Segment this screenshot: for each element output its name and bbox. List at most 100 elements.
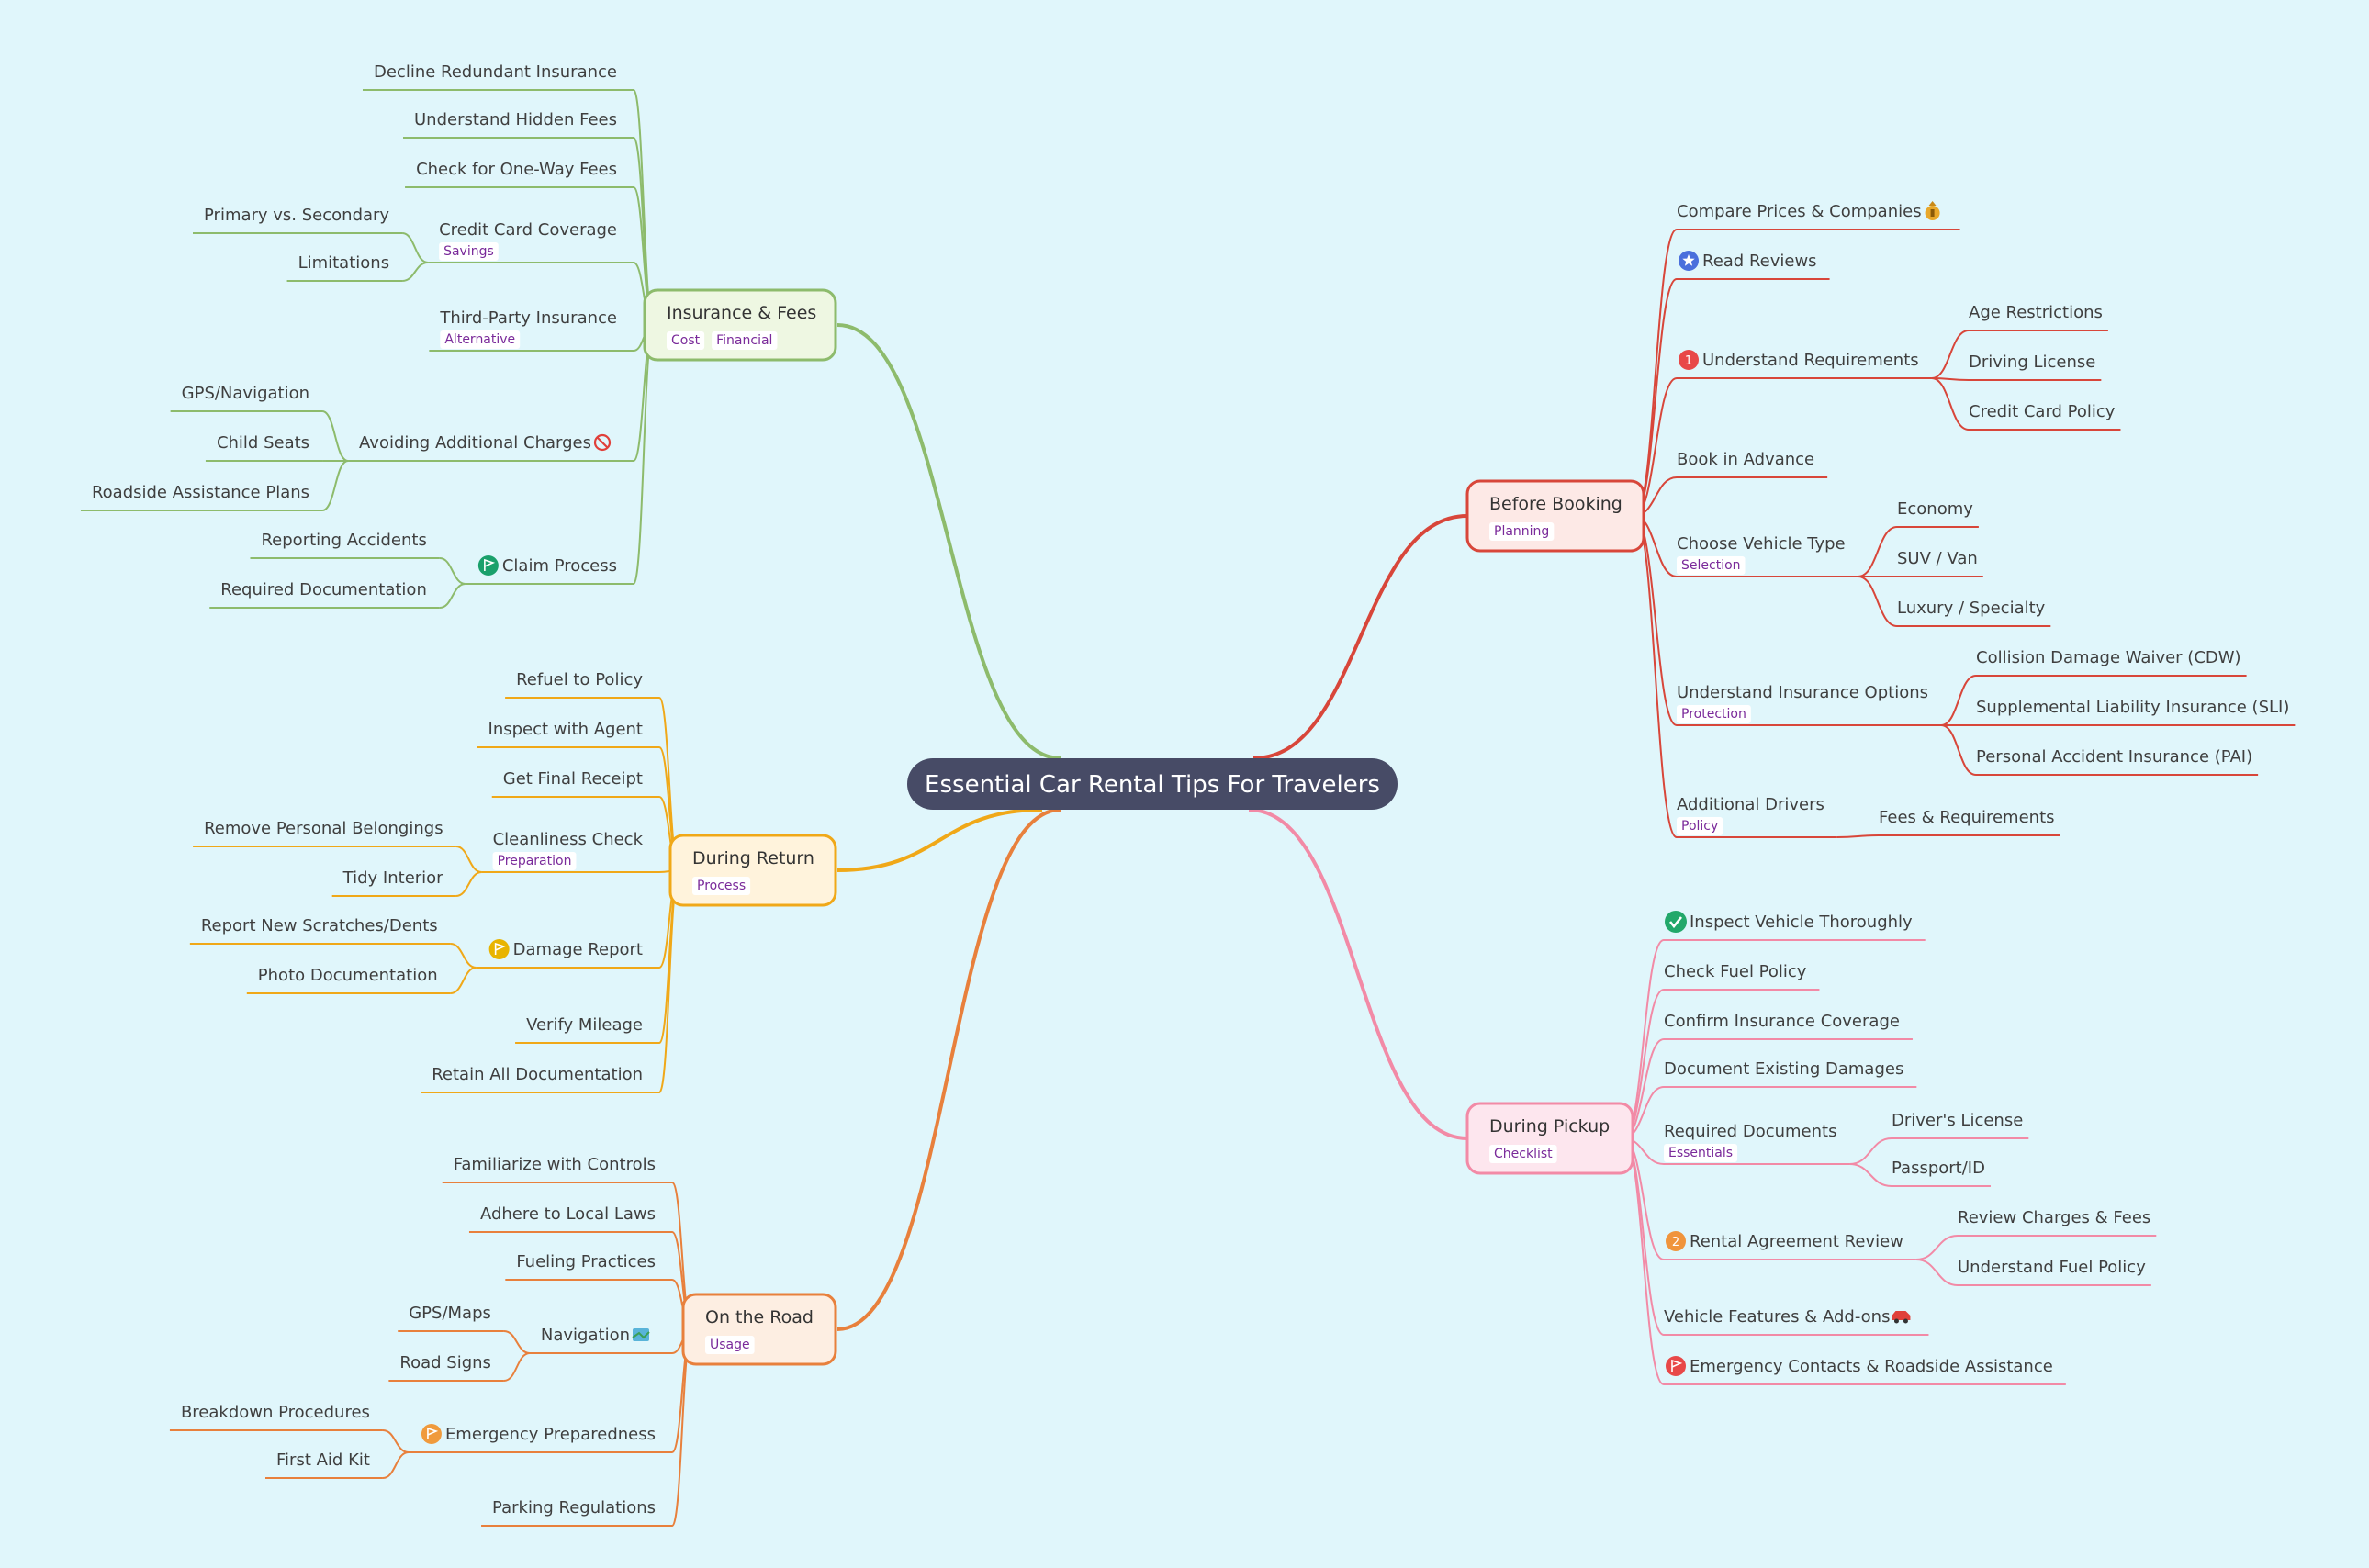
node-limitations[interactable]: Limitations <box>298 253 390 273</box>
node-label: Decline Redundant Insurance <box>374 62 617 82</box>
node-claim-process[interactable]: Claim Process <box>502 556 617 576</box>
node-luxury-specialty[interactable]: Luxury / Specialty <box>1897 599 2046 618</box>
root-topic[interactable]: Essential Car Rental Tips For Travelers <box>907 758 1398 810</box>
node-tidy-interior[interactable]: Tidy Interior <box>342 868 444 888</box>
tag-badge <box>1677 817 1723 835</box>
node-child-seats[interactable]: Child Seats <box>217 433 309 453</box>
node-economy[interactable]: Economy <box>1897 499 1973 519</box>
node-rental-agreement-review[interactable]: Rental Agreement Review <box>1690 1232 1903 1251</box>
node-inspect-with-agent[interactable]: Inspect with Agent <box>488 720 643 739</box>
branch-on-the-road[interactable]: On the Road <box>681 1293 837 1366</box>
node-label: Compare Prices & Companies <box>1677 202 1922 221</box>
node-refuel-to-policy[interactable]: Refuel to Policy <box>516 670 643 689</box>
node-emergency-contacts-roadside-assistance[interactable]: Emergency Contacts & Roadside Assistance <box>1690 1357 2053 1376</box>
node-label: Verify Mileage <box>526 1015 643 1035</box>
node-primary-vs-secondary[interactable]: Primary vs. Secondary <box>204 206 389 225</box>
node-navigation[interactable]: Navigation <box>541 1326 630 1345</box>
root-label: Essential Car Rental Tips For Travelers <box>925 771 1380 799</box>
node-suv-van[interactable]: SUV / Van <box>1897 549 1978 568</box>
node-decline-redundant-insurance[interactable]: Decline Redundant Insurance <box>374 62 617 82</box>
node-get-final-receipt[interactable]: Get Final Receipt <box>503 769 643 789</box>
tag-process: Process <box>697 879 746 893</box>
node-label: Report New Scratches/Dents <box>201 916 438 935</box>
node-retain-all-documentation[interactable]: Retain All Documentation <box>432 1065 643 1084</box>
node-label: Parking Regulations <box>492 1498 656 1518</box>
node-supplemental-liability-insurance-sli[interactable]: Supplemental Liability Insurance (SLI) <box>1976 698 2289 717</box>
node-driving-license[interactable]: Driving License <box>1969 353 2095 372</box>
node-label: Reporting Accidents <box>261 531 426 550</box>
money-bag-icon <box>1925 201 1940 220</box>
node-additional-drivers[interactable]: Additional Drivers <box>1677 795 1824 814</box>
node-collision-damage-waiver-cdw[interactable]: Collision Damage Waiver (CDW) <box>1976 648 2241 667</box>
car-icon <box>1892 1311 1911 1324</box>
node-understand-insurance-options[interactable]: Understand Insurance Options <box>1677 683 1928 702</box>
node-understand-requirements[interactable]: Understand Requirements <box>1702 351 1919 370</box>
node-reporting-accidents[interactable]: Reporting Accidents <box>261 531 426 550</box>
node-document-existing-damages[interactable]: Document Existing Damages <box>1664 1059 1903 1079</box>
node-label: Economy <box>1897 499 1973 519</box>
tag-badge <box>1489 522 1555 541</box>
node-road-signs[interactable]: Road Signs <box>399 1353 491 1372</box>
node-review-charges-fees[interactable]: Review Charges & Fees <box>1958 1208 2150 1227</box>
node-personal-accident-insurance-pai[interactable]: Personal Accident Insurance (PAI) <box>1976 747 2252 767</box>
node-fueling-practices[interactable]: Fueling Practices <box>516 1252 656 1271</box>
connector-line <box>1836 834 1880 838</box>
node-damage-report[interactable]: Damage Report <box>513 940 643 959</box>
node-understand-fuel-policy[interactable]: Understand Fuel Policy <box>1958 1258 2146 1277</box>
node-label: Emergency Contacts & Roadside Assistance <box>1690 1357 2053 1376</box>
node-confirm-insurance-coverage[interactable]: Confirm Insurance Coverage <box>1664 1012 1900 1031</box>
node-adhere-to-local-laws[interactable]: Adhere to Local Laws <box>480 1204 656 1224</box>
node-emergency-preparedness[interactable]: Emergency Preparedness <box>445 1425 656 1444</box>
tag-protection: Protection <box>1681 707 1746 722</box>
node-parking-regulations[interactable]: Parking Regulations <box>492 1498 656 1518</box>
connector-line <box>321 460 349 511</box>
node-driver-s-license[interactable]: Driver's License <box>1892 1111 2023 1130</box>
node-label: Check for One-Way Fees <box>416 160 617 179</box>
node-vehicle-features-add-ons[interactable]: Vehicle Features & Add-ons <box>1664 1307 1890 1327</box>
node-check-fuel-policy[interactable]: Check Fuel Policy <box>1664 962 1807 981</box>
node-compare-prices-companies[interactable]: Compare Prices & Companies <box>1677 202 1922 221</box>
node-label: GPS/Navigation <box>182 384 309 403</box>
tag-badge <box>1677 556 1746 575</box>
node-choose-vehicle-type[interactable]: Choose Vehicle Type <box>1677 534 1846 554</box>
node-book-in-advance[interactable]: Book in Advance <box>1677 450 1814 469</box>
connector-line <box>1931 377 1970 431</box>
node-report-new-scratches-dents[interactable]: Report New Scratches/Dents <box>201 916 438 935</box>
node-label: Retain All Documentation <box>432 1065 643 1084</box>
connector-line <box>401 262 429 282</box>
connector-line <box>455 846 482 873</box>
node-gps-maps[interactable]: GPS/Maps <box>409 1304 491 1323</box>
node-required-documentation[interactable]: Required Documentation <box>220 580 427 599</box>
node-familiarize-with-controls[interactable]: Familiarize with Controls <box>454 1155 656 1174</box>
node-verify-mileage[interactable]: Verify Mileage <box>526 1015 643 1035</box>
node-roadside-assistance-plans[interactable]: Roadside Assistance Plans <box>92 483 309 502</box>
node-third-party-insurance[interactable]: Third-Party Insurance <box>439 308 617 328</box>
icon-number: 1 <box>1685 354 1692 368</box>
node-required-documents[interactable]: Required Documents <box>1664 1122 1836 1141</box>
node-check-for-one-way-fees[interactable]: Check for One-Way Fees <box>416 160 617 179</box>
node-label: Choose Vehicle Type <box>1677 534 1846 554</box>
node-inspect-vehicle-thoroughly[interactable]: Inspect Vehicle Thoroughly <box>1690 913 1913 932</box>
node-remove-personal-belongings[interactable]: Remove Personal Belongings <box>204 819 443 838</box>
branch-label: Insurance & Fees <box>667 303 816 323</box>
node-first-aid-kit[interactable]: First Aid Kit <box>276 1450 370 1470</box>
node-age-restrictions[interactable]: Age Restrictions <box>1969 303 2103 322</box>
node-cleanliness-check[interactable]: Cleanliness Check <box>493 830 644 849</box>
node-credit-card-coverage[interactable]: Credit Card Coverage <box>439 220 617 240</box>
connector-line <box>1248 808 1468 1140</box>
node-fees-requirements[interactable]: Fees & Requirements <box>1879 808 2055 827</box>
map-icon <box>632 1328 650 1341</box>
node-credit-card-policy[interactable]: Credit Card Policy <box>1969 402 2116 421</box>
icon-number: 2 <box>1672 1236 1679 1249</box>
node-breakdown-procedures[interactable]: Breakdown Procedures <box>181 1403 370 1422</box>
node-understand-hidden-fees[interactable]: Understand Hidden Fees <box>414 110 617 129</box>
node-label: Familiarize with Controls <box>454 1155 656 1174</box>
node-gps-navigation[interactable]: GPS/Navigation <box>182 384 309 403</box>
node-label: Claim Process <box>502 556 617 576</box>
node-photo-documentation[interactable]: Photo Documentation <box>258 966 438 985</box>
star-icon <box>1679 251 1699 271</box>
node-passport-id[interactable]: Passport/ID <box>1892 1159 1985 1178</box>
node-read-reviews[interactable]: Read Reviews <box>1702 252 1817 271</box>
node-avoiding-additional-charges[interactable]: Avoiding Additional Charges <box>359 433 591 453</box>
tag-cost: Cost <box>671 333 701 348</box>
